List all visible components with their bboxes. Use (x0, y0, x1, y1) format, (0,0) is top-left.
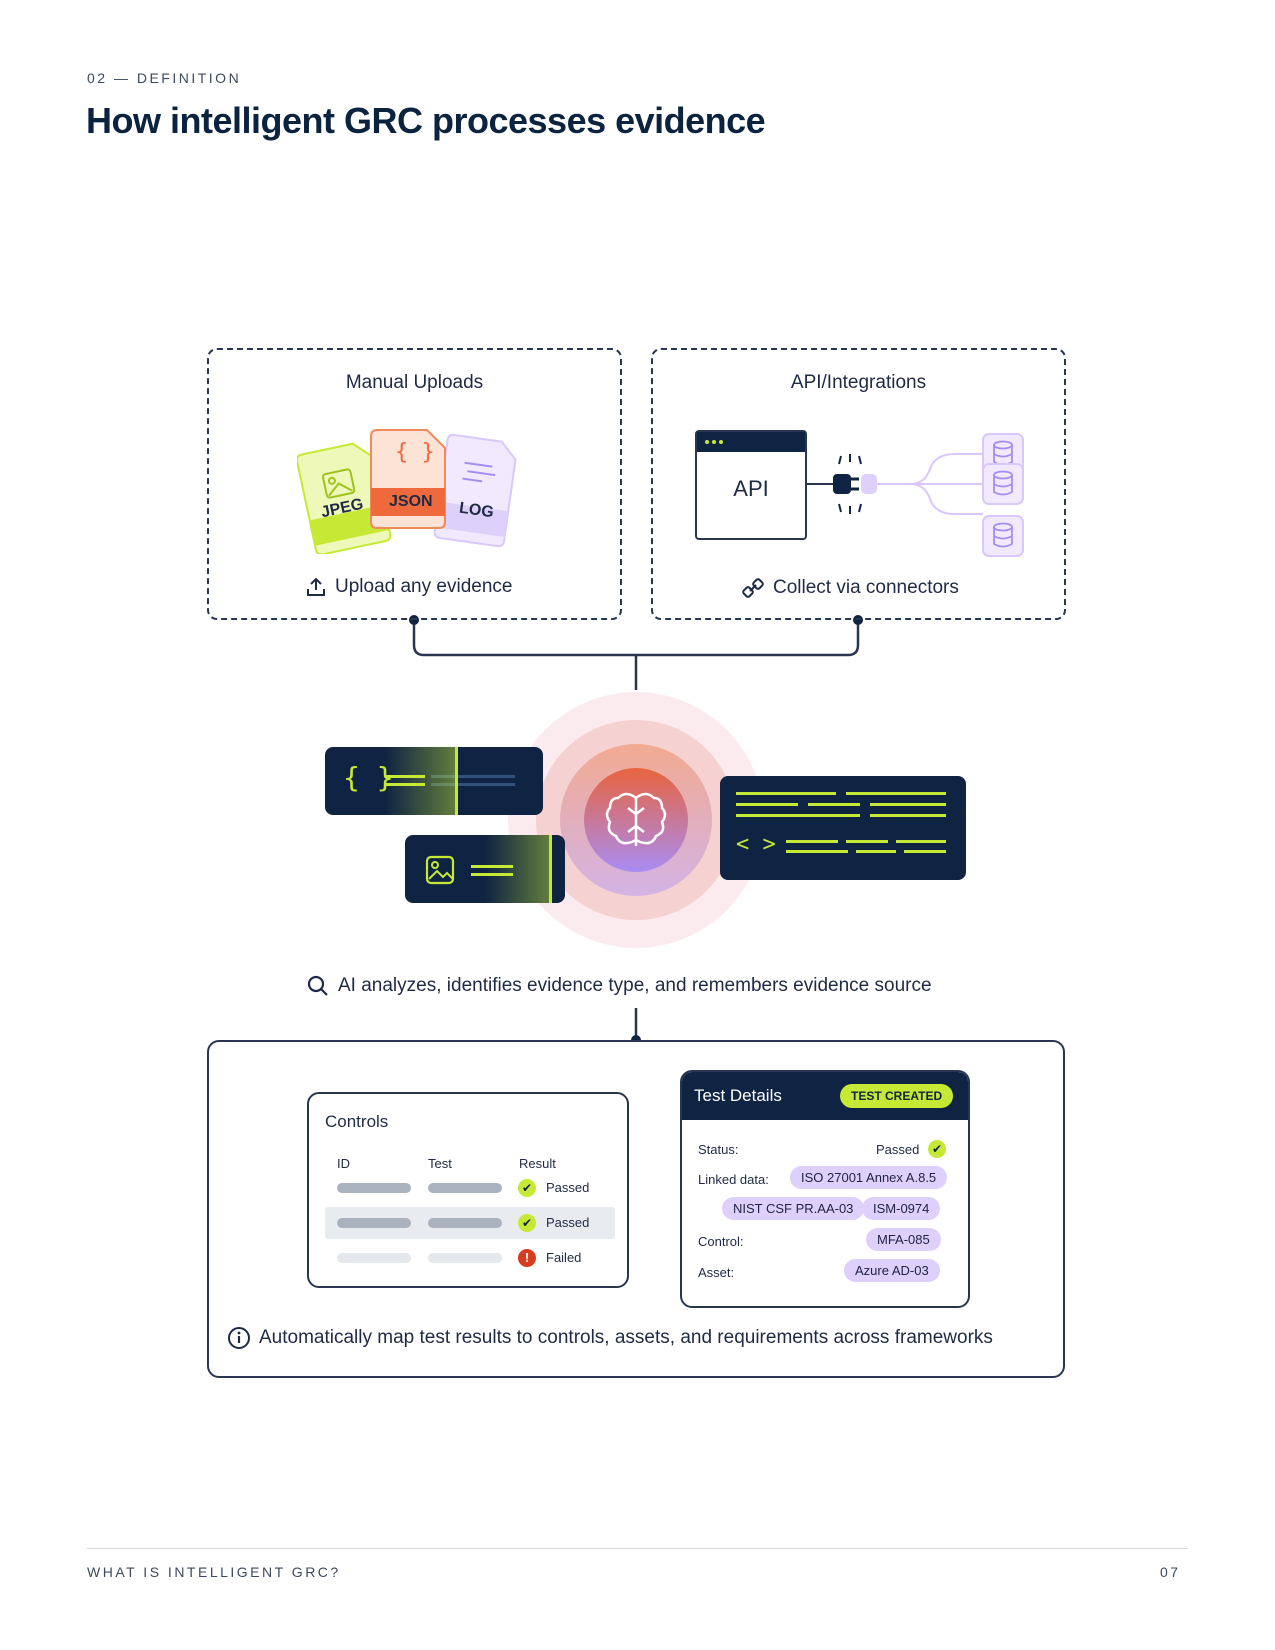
page-title: How intelligent GRC processes evidence (86, 100, 766, 141)
control-tag[interactable]: MFA-085 (866, 1228, 941, 1251)
upload-caption-text: Upload any evidence (335, 576, 513, 597)
controls-col-result: Result (519, 1156, 556, 1171)
scan-line (455, 747, 458, 815)
table-row[interactable]: ✔ Passed (325, 1172, 615, 1204)
row-result: Failed (546, 1250, 582, 1265)
info-icon (228, 1327, 250, 1349)
table-row[interactable]: ! Failed (325, 1242, 615, 1274)
api-integrations-panel: API/Integrations API (651, 348, 1066, 620)
search-icon (307, 975, 328, 996)
linked-data-tag[interactable]: ISM-0974 (862, 1197, 941, 1220)
footer-title: WHAT IS INTELLIGENT GRC? (87, 1564, 341, 1580)
ai-caption-text: AI analyzes, identifies evidence type, a… (338, 975, 932, 996)
test-details-header: Test Details TEST CREATED (682, 1072, 968, 1120)
connectors-caption-text: Collect via connectors (773, 577, 959, 598)
image-icon (322, 468, 356, 499)
linked-data-tag[interactable]: ISO 27001 Annex A.8.5 (790, 1166, 948, 1189)
api-integrations-title: API/Integrations (790, 372, 927, 393)
test-details-card: Test Details TEST CREATED Status: Passed… (680, 1070, 970, 1308)
mapping-caption: Automatically map test results to contro… (227, 1326, 993, 1350)
controls-col-id: ID (337, 1156, 350, 1171)
code-glyph: < > (736, 832, 776, 857)
connector-illustration (807, 433, 1024, 557)
api-window: API (695, 430, 807, 540)
log-file-icon-label (435, 501, 509, 538)
linked-data-tag[interactable]: NIST CSF PR.AA-03 (722, 1197, 865, 1220)
file-types-illustration (297, 429, 517, 554)
database-icon (982, 463, 1024, 505)
brain-icon (605, 792, 667, 846)
asset-tag[interactable]: Azure AD-03 (844, 1259, 940, 1282)
link-icon (742, 578, 764, 598)
json-file-label: JSON (389, 493, 433, 510)
scan-line (549, 835, 552, 903)
controls-card: Controls ID Test Result ✔ Passed ✔ Passe… (307, 1092, 629, 1288)
section-eyebrow: 02 — DEFINITION (87, 70, 242, 86)
database-icon (982, 515, 1024, 557)
json-file-glyph: { } (395, 440, 435, 465)
ai-glow-rings (508, 692, 764, 948)
status-value: Passed (876, 1142, 920, 1157)
status-label: Status: (698, 1142, 739, 1157)
upload-caption: Upload any evidence (305, 576, 512, 598)
check-icon: ✔ (518, 1214, 536, 1232)
plug-icon (833, 454, 877, 514)
controls-title: Controls (325, 1112, 389, 1131)
image-evidence-card (405, 835, 565, 903)
check-icon: ✔ (928, 1140, 946, 1158)
test-created-badge: TEST CREATED (840, 1084, 954, 1108)
upload-icon (307, 577, 325, 596)
connectors-caption: Collect via connectors (741, 576, 959, 600)
manual-uploads-title: Manual Uploads (345, 372, 484, 393)
controls-col-test: Test (428, 1156, 452, 1171)
row-result: Passed (546, 1180, 590, 1195)
ai-caption: AI analyzes, identifies evidence type, a… (306, 974, 932, 998)
table-row[interactable]: ✔ Passed (325, 1207, 615, 1239)
asset-label: Asset: (698, 1265, 735, 1280)
api-window-titlebar (697, 432, 805, 452)
row-result: Passed (546, 1215, 590, 1230)
footer-divider (87, 1548, 1188, 1549)
linked-data-label: Linked data: (698, 1172, 769, 1187)
image-icon (425, 855, 455, 885)
check-icon: ✔ (518, 1179, 536, 1197)
page-number: 07 (1160, 1564, 1181, 1580)
json-evidence-card: { } (325, 747, 543, 815)
control-label: Control: (698, 1234, 744, 1249)
manual-uploads-panel: Manual Uploads JPEG { } JSON LOG Up (207, 348, 622, 620)
mapping-panel: Controls ID Test Result ✔ Passed ✔ Passe… (207, 1040, 1065, 1378)
mapping-caption-text: Automatically map test results to contro… (259, 1327, 993, 1348)
code-evidence-card: < > (720, 776, 966, 880)
alert-icon: ! (518, 1249, 536, 1267)
api-label: API (733, 476, 769, 501)
test-details-title: Test Details (694, 1086, 782, 1105)
